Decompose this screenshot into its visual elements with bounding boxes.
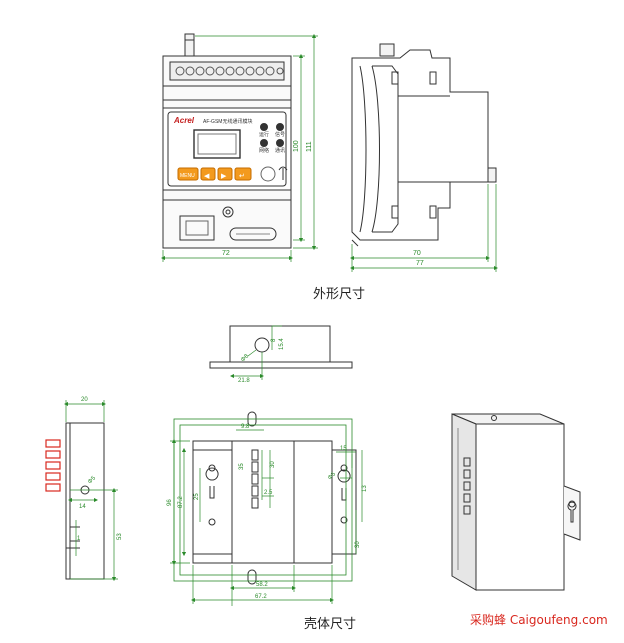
dim-top-d4: 15.4 bbox=[279, 338, 285, 350]
key-left-label: ◀ bbox=[204, 173, 210, 180]
dim-front-width: 72 bbox=[222, 250, 230, 257]
dim-main-e: 25 bbox=[194, 493, 200, 500]
dim-top-d3: Φ8 bbox=[240, 353, 250, 363]
dim-top-d2: 21.8 bbox=[238, 378, 250, 384]
dim-main-d: 30 bbox=[270, 461, 276, 468]
key-right-label: ▶ bbox=[221, 173, 227, 180]
dim-main-c: 2.5 bbox=[264, 490, 273, 496]
dim-left-width: 20 bbox=[81, 397, 88, 403]
indicator-label-run: 运行 bbox=[259, 131, 269, 138]
dim-main-f: 15 bbox=[340, 446, 347, 452]
shell-3d-view bbox=[451, 413, 581, 591]
dim-left-d: Φ5 bbox=[87, 475, 97, 485]
side-dimensions bbox=[349, 184, 499, 272]
dim-main-width-inner: 58.2 bbox=[256, 582, 268, 588]
key-enter-label: ↵ bbox=[239, 173, 245, 180]
indicator-label-network: 网络 bbox=[259, 147, 269, 154]
shell-left-red-slots bbox=[45, 439, 61, 492]
dim-main-b: 35 bbox=[239, 463, 245, 470]
dim-left-c: 1 bbox=[77, 536, 81, 542]
model-label: AF-GSM无线通讯模块 bbox=[203, 118, 252, 125]
side-view bbox=[351, 43, 497, 247]
dim-side-depth-outer: 77 bbox=[416, 260, 424, 267]
dim-main-i: Φ5 bbox=[327, 471, 337, 481]
front-keys bbox=[177, 167, 252, 181]
caption-outline-dimensions: 外形尺寸 bbox=[313, 287, 365, 302]
brand-logo: Acrel bbox=[173, 116, 195, 125]
indicator-label-comm: 通讯 bbox=[275, 147, 285, 154]
dim-main-g: 13 bbox=[362, 485, 368, 492]
watermark: 采购蜂 Caigoufeng.com bbox=[470, 612, 608, 627]
shell-left-view bbox=[65, 422, 105, 580]
dim-left-b: 53 bbox=[117, 533, 123, 540]
dim-main-width-outer: 67.2 bbox=[255, 594, 267, 600]
shell-main-dimensions bbox=[170, 429, 363, 606]
shell-top-dimensions bbox=[229, 325, 282, 380]
dim-front-height-inner: 100 bbox=[293, 140, 300, 152]
dim-left-a: 14 bbox=[79, 504, 86, 510]
indicator-label-signal: 信号 bbox=[275, 131, 285, 138]
shell-top-view bbox=[209, 325, 353, 369]
dim-main-height-inner: 87.2 bbox=[178, 496, 184, 508]
dim-main-height-outer: 96 bbox=[167, 499, 173, 506]
dim-main-a: 9.8 bbox=[241, 424, 250, 430]
caption-shell-dimensions: 壳体尺寸 bbox=[304, 617, 356, 632]
shell-main-view bbox=[192, 411, 357, 585]
front-dimensions bbox=[160, 33, 318, 262]
dim-side-depth-inner: 70 bbox=[413, 250, 421, 257]
dim-main-h: 30 bbox=[355, 541, 361, 548]
key-menu-label: MENU bbox=[180, 173, 195, 179]
dim-top-d1: 8 bbox=[271, 338, 277, 342]
shell-left-dimensions bbox=[63, 400, 118, 582]
front-view bbox=[162, 33, 292, 249]
dim-front-height-outer: 111 bbox=[306, 141, 313, 152]
